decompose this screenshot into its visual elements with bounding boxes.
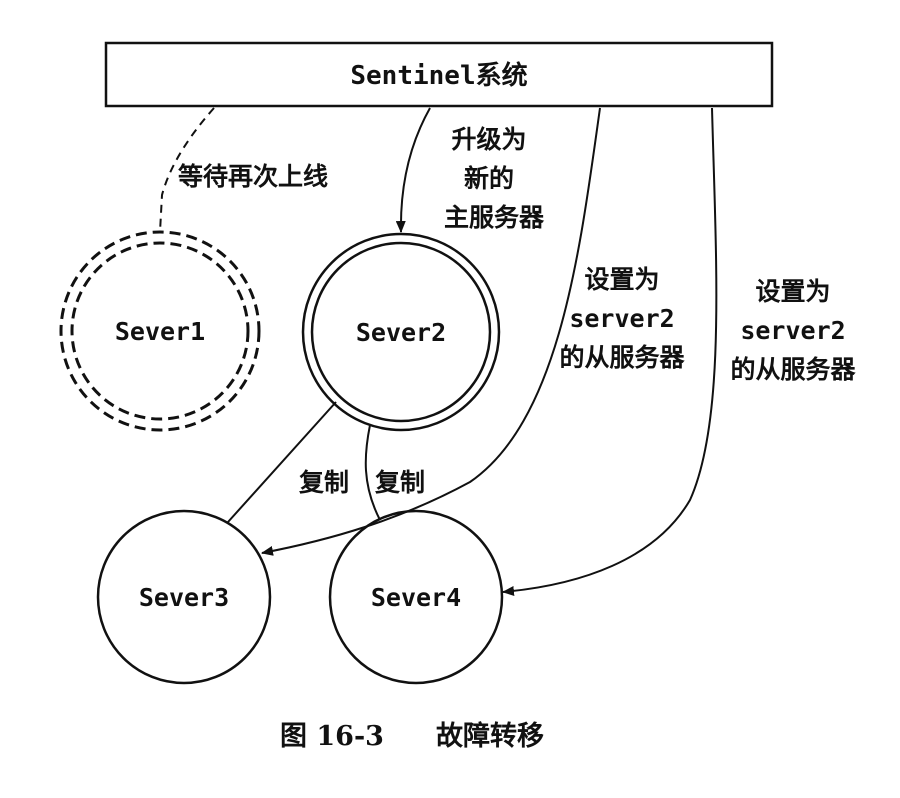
- sever2-label: Sever2: [356, 318, 446, 347]
- sentinel-box: [104, 41, 774, 108]
- set-slave-4-label-line-3: 的从服务器: [730, 355, 856, 384]
- sever1-label: Sever1: [115, 317, 205, 346]
- sever4-circle: [328, 509, 504, 685]
- sentinel-label: Sentinel系统: [350, 60, 527, 91]
- promote-label-line-3: 主服务器: [444, 203, 545, 232]
- sever3-label: Sever3: [139, 583, 229, 612]
- set-slave-3-label-line-3: 的从服务器: [559, 343, 685, 372]
- replicate-4-line: [364, 424, 381, 521]
- set-slave-3-arrow: [261, 107, 601, 556]
- set-slave-4-arrow: [502, 107, 718, 596]
- wait-online-connector: [159, 107, 215, 233]
- figure-number: 图 16-3: [280, 721, 384, 752]
- figure-title: 故障转移: [436, 720, 544, 752]
- sever4-label: Sever4: [371, 583, 461, 612]
- wait-online-label: 等待再次上线: [178, 162, 328, 191]
- replicate-3-label: 复制: [299, 468, 349, 497]
- sever2-outer-ring: [301, 232, 501, 432]
- promote-arrow: [395, 107, 431, 233]
- replicate-3-line: [227, 401, 337, 523]
- set-slave-4-label-line-2: server2: [740, 316, 845, 345]
- sever3-circle: [96, 509, 272, 685]
- promote-label-line-2: 新的: [464, 164, 514, 193]
- set-slave-4-label-line-1: 设置为: [755, 277, 830, 306]
- set-slave-3-label-line-2: server2: [569, 304, 674, 333]
- promote-label-line-1: 升级为: [451, 125, 526, 154]
- replicate-4-label: 复制: [375, 468, 425, 497]
- sever2-inner-ring: [310, 241, 492, 423]
- sever1-outer-ring: [59, 230, 261, 432]
- set-slave-3-label-line-1: 设置为: [584, 265, 659, 294]
- sever1-inner-ring: [70, 241, 250, 421]
